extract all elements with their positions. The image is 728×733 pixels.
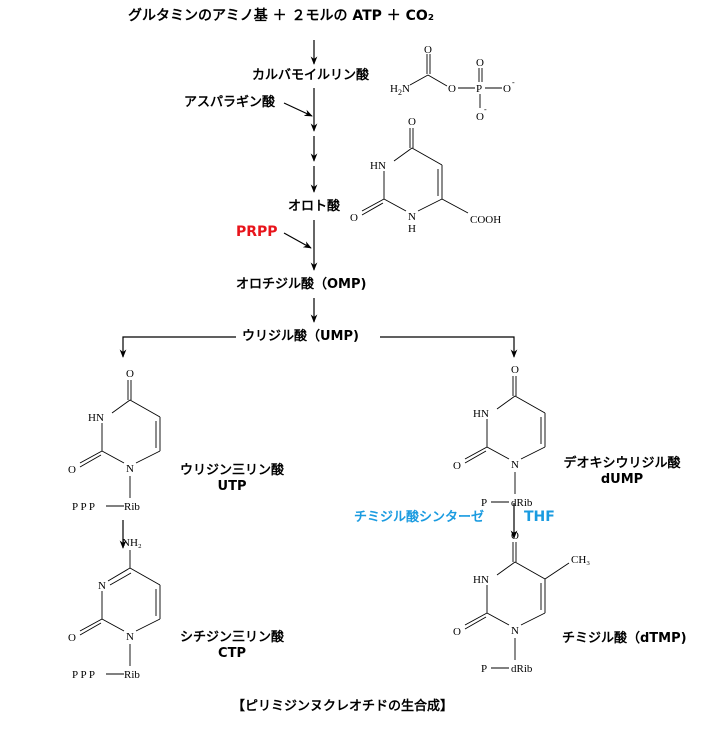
arrow-aspartate-in (283, 102, 313, 117)
oxygen: O (68, 464, 76, 476)
nitrogen: HN (473, 574, 489, 586)
phosphate-group: P P P (72, 669, 95, 681)
oxygen: O (408, 116, 416, 128)
label-omp: オロチジル酸（OMP) (236, 277, 367, 292)
ctp-abbr: CTP (218, 646, 246, 661)
svg-text:O: O (424, 44, 432, 56)
methyl-group: CH₃ (571, 554, 590, 566)
nitrogen: N (126, 463, 134, 475)
utp-name: ウリジン三リン酸 (179, 463, 284, 478)
nitrogen: HN (473, 408, 489, 420)
oxygen: O (126, 368, 134, 380)
amino-group: NH₂ (122, 537, 142, 549)
hydrogen: H (408, 223, 416, 235)
nitrogen: N (98, 580, 106, 592)
nitrogen: N (511, 459, 519, 471)
label-utp: ウリジン三リン酸 UTP (172, 463, 292, 495)
svg-text:P: P (476, 83, 482, 95)
phosphate-group: P P P (72, 501, 95, 513)
label-dtmp: チミジル酸（dTMP) (562, 631, 687, 646)
label-carbamoyl-phosphate: カルバモイルリン酸 (252, 68, 370, 83)
svg-text:-: - (484, 105, 487, 114)
label-prpp: PRPP (236, 224, 278, 240)
dtmp-structure: O O HN N CH₃ dRib P (453, 530, 590, 675)
nitrogen: N (408, 211, 416, 223)
nitrogen: HN (370, 160, 386, 172)
label-ump: ウリジル酸（UMP) (242, 329, 359, 344)
branch-right (380, 336, 518, 358)
utp-structure: O O HN N Rib P P P (68, 368, 161, 513)
sugar: Rib (124, 501, 140, 513)
carbamoyl-phosphate-structure (409, 54, 502, 108)
arrow-prpp-in (283, 232, 312, 249)
dump-abbr: dUMP (600, 472, 644, 487)
oxygen: O (350, 212, 358, 224)
orotate-structure: O O HN NH COOH (350, 116, 501, 235)
oxygen: O (511, 364, 519, 376)
carboxyl-group: COOH (470, 214, 501, 226)
svg-text:O: O (476, 111, 484, 123)
starting-materials: グルタミンのアミノ基 ＋ ２モルの ATP ＋ CO₂ (128, 8, 434, 24)
nitrogen: N (511, 625, 519, 637)
oxygen: O (453, 460, 461, 472)
label-dump: デオキシウリジル酸 dUMP (552, 456, 692, 488)
svg-text:O: O (503, 83, 511, 95)
label-aspartate: アスパラギン酸 (184, 95, 276, 110)
caption: 【ピリミジンヌクレオチドの生合成】 (232, 699, 454, 714)
dump-name: デオキシウリジル酸 (563, 456, 681, 471)
label-orotate: オロト酸 (288, 199, 341, 214)
svg-text:O: O (476, 57, 484, 69)
svg-text:-: - (512, 78, 515, 87)
sugar: Rib (124, 669, 140, 681)
phosphate-group: P (481, 663, 487, 675)
ctp-structure: NH₂ O N N Rib P P P (68, 537, 161, 681)
nitrogen: HN (88, 412, 104, 424)
oxygen: O (453, 626, 461, 638)
oxygen: O (68, 632, 76, 644)
label-cofactor: THF (524, 509, 555, 525)
sugar: dRib (511, 497, 533, 509)
svg-text:H2N: H2N (390, 83, 410, 97)
branch-left (119, 336, 236, 358)
svg-text:O: O (448, 83, 456, 95)
nitrogen: N (126, 631, 134, 643)
label-enzyme: チミジル酸シンターゼ (354, 510, 485, 525)
sugar: dRib (511, 663, 533, 675)
phosphate-group: P (481, 497, 487, 509)
utp-abbr: UTP (217, 479, 247, 494)
ctp-name: シチジン三リン酸 (179, 630, 284, 645)
oxygen: O (511, 530, 519, 542)
label-ctp: シチジン三リン酸 CTP (172, 630, 292, 662)
